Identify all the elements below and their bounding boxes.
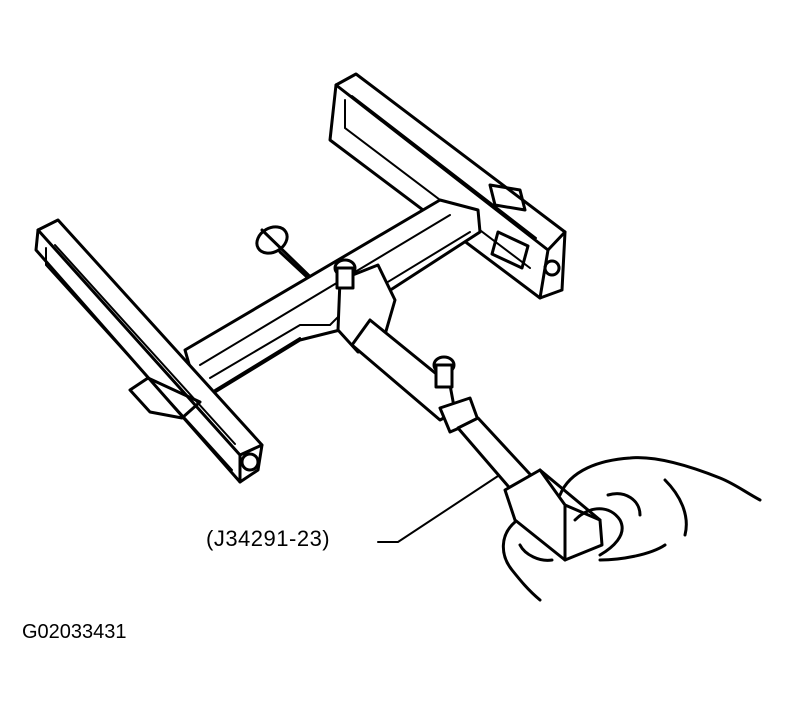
callout-leader-line xyxy=(377,475,499,543)
tool-callout-label: (J34291-23) xyxy=(206,526,331,551)
front-cross-bar xyxy=(34,218,264,484)
socket-tool xyxy=(503,468,604,562)
rear-cross-bar xyxy=(328,72,567,300)
figure-id: G02033431 xyxy=(22,621,127,643)
pivot-assembly xyxy=(333,258,542,502)
hand xyxy=(501,456,762,602)
